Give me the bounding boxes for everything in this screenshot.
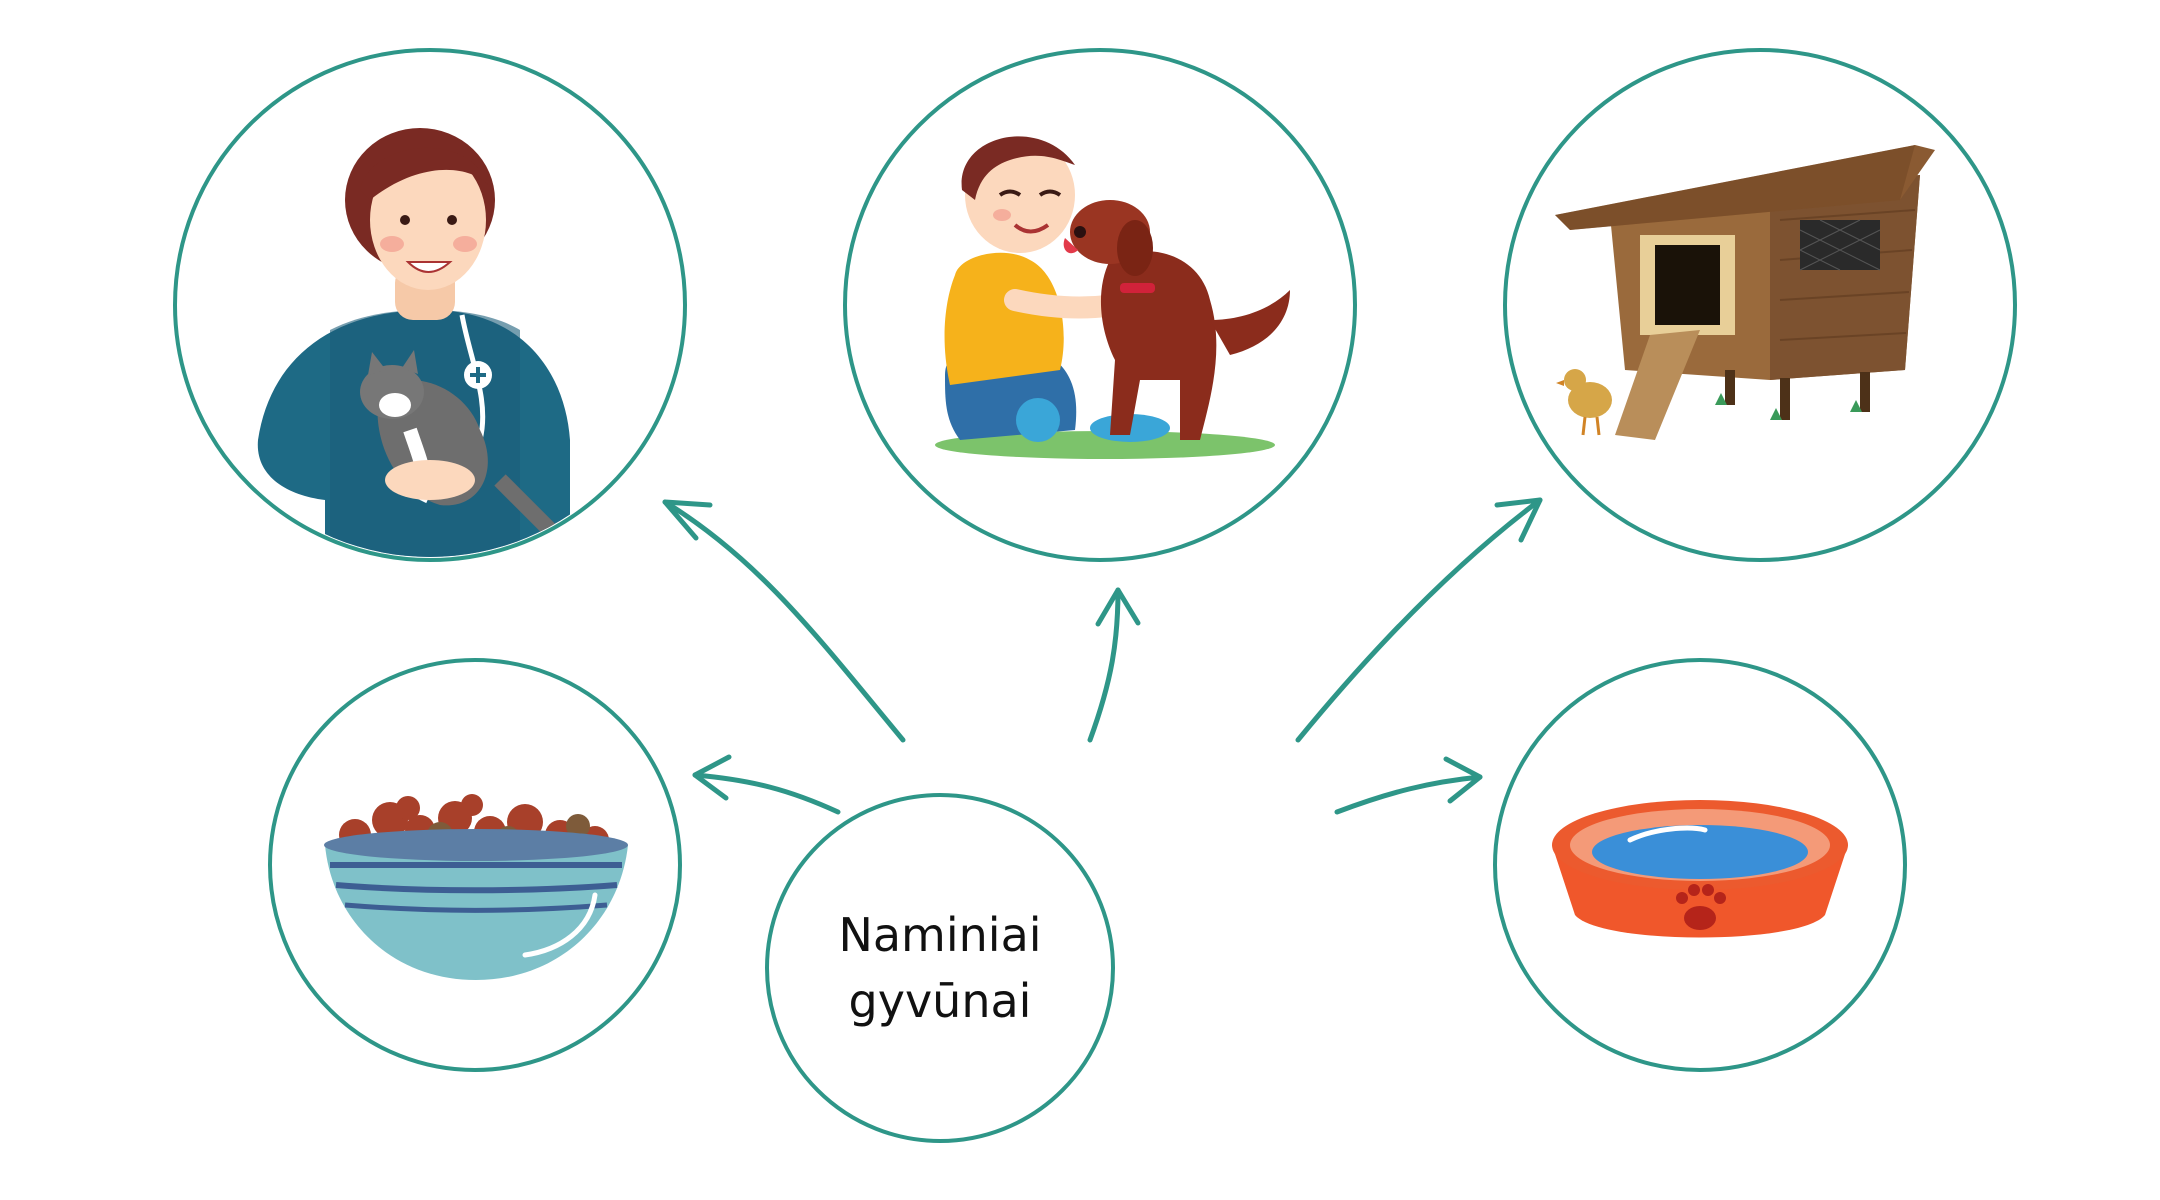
arrow-to-food	[692, 754, 841, 815]
chicken-coop-icon	[1555, 145, 1935, 440]
food-bowl-icon	[324, 794, 628, 980]
node-veterinarian	[173, 48, 687, 562]
node-food	[268, 658, 682, 1072]
water-bowl-icon	[1552, 800, 1848, 938]
boy-hugging-dog-icon	[935, 136, 1290, 459]
node-playing	[843, 48, 1357, 562]
center-label: Naminiai gyvūnai	[780, 888, 1100, 1048]
arrow-to-water	[1334, 756, 1483, 815]
node-shelter	[1503, 48, 2017, 562]
veterinarian-with-cat-icon	[257, 128, 570, 557]
node-center	[765, 793, 1115, 1143]
center-label-line2: gyvūnai	[848, 974, 1032, 1028]
arrows	[662, 497, 1543, 815]
arrow-to-play	[1087, 587, 1141, 743]
node-water	[1493, 658, 1907, 1072]
arrow-to-shelter	[1295, 497, 1543, 743]
center-label-line1: Naminiai	[838, 908, 1042, 962]
arrow-to-vet	[662, 499, 906, 743]
